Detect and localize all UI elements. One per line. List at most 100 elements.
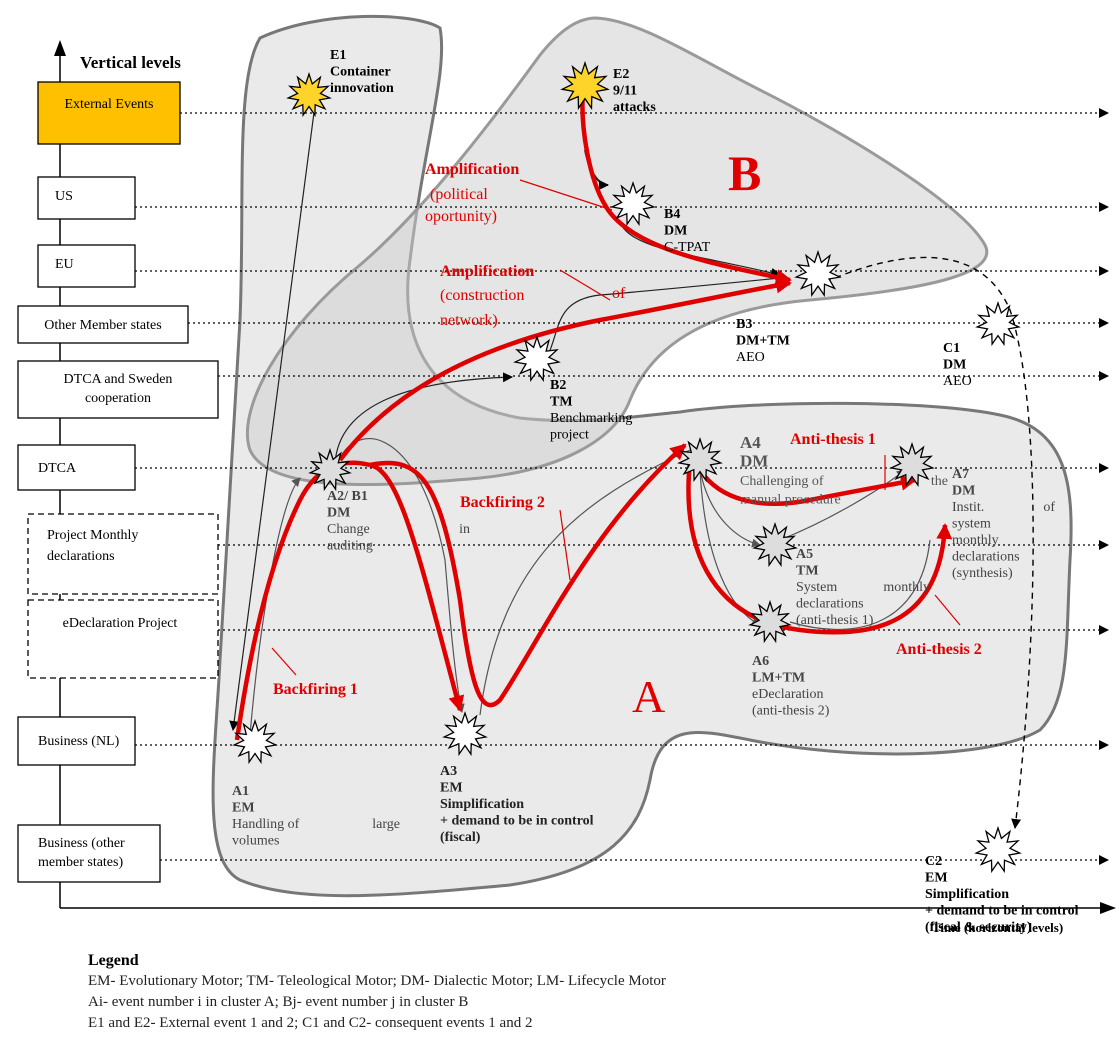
event-a1-line: Handling of: [232, 817, 300, 832]
burst-a4-icon: [677, 436, 723, 483]
event-a5-line: monthly: [883, 580, 930, 595]
burst-b2-icon: [513, 334, 561, 383]
event-a3-line: (fiscal): [440, 830, 481, 845]
level-label-dtca-sweden: DTCA and Sweden: [64, 372, 173, 387]
level-box-business-nl: Business (NL): [17, 716, 136, 766]
annotations: Amplification (political oportunity) Amp…: [273, 161, 982, 698]
event-a1-line: A1: [232, 784, 249, 799]
event-a2-line: Change: [327, 522, 370, 537]
cluster-b-shape: [245, 16, 989, 487]
event-a4-line: Challenging of: [740, 474, 824, 489]
event-c2-line: Simplification: [925, 887, 1009, 902]
event-a3-line: EM: [440, 781, 463, 796]
event-a2-line: auditing: [327, 539, 373, 554]
event-b3-line: AEO: [736, 350, 765, 365]
event-c1-line: AEO: [943, 374, 972, 389]
event-c2-line: + demand to be in control: [925, 904, 1079, 919]
event-b2-line: B2: [550, 378, 566, 393]
burst-a6-icon: [748, 599, 792, 644]
level-box-external: External Events: [37, 81, 181, 145]
backfiring-1-label: Backfiring 1: [273, 681, 358, 698]
burst-b3-icon: [794, 249, 842, 298]
amplification-1-title: Amplification: [425, 161, 519, 178]
level-label-business-nl: Business (NL): [38, 734, 120, 749]
amplification-2-line2: network): [440, 312, 498, 329]
red-arrows: [234, 89, 953, 741]
event-a7-line: declarations: [952, 550, 1020, 565]
event-a5-line: declarations: [796, 597, 864, 612]
burst-c1-icon: [975, 300, 1021, 347]
event-a5-line: TM: [796, 564, 819, 579]
level-label-business-other: member states): [38, 855, 123, 870]
level-box-us: US: [37, 176, 136, 220]
level-label-project-monthly: Project Monthly: [47, 528, 138, 543]
event-bursts: [232, 60, 1022, 874]
event-a6-line: LM+TM: [752, 671, 805, 686]
legend-line-2: Ai- event number i in cluster A; Bj- eve…: [88, 994, 469, 1010]
antithesis-1-label: Anti-thesis 1: [790, 431, 876, 448]
event-a6-line: (anti-thesis 2): [752, 704, 830, 719]
event-b4-line: DM: [664, 224, 687, 239]
horizontal-axis-title: Time (horizontal levels): [932, 920, 1063, 935]
event-c2-line: C2: [925, 854, 942, 869]
event-a5-line: A5: [796, 547, 813, 562]
level-box-project-monthly: Project Monthly declarations: [27, 513, 219, 595]
event-a1-line: large: [372, 817, 400, 832]
burst-e2-icon: [560, 60, 610, 111]
level-box-eu: EU: [37, 244, 136, 288]
event-a6-line: A6: [752, 654, 769, 669]
event-a7-line: system: [952, 517, 991, 532]
cluster-a-label: A: [632, 671, 665, 722]
event-b4-line: C-TPAT: [664, 240, 711, 255]
amplification-2-title: Amplification: [440, 263, 534, 280]
event-a2-line: DM: [327, 506, 350, 521]
burst-a2-icon: [308, 447, 352, 492]
event-a7-line: A7: [952, 467, 969, 482]
amplification-1-line1: (political: [430, 186, 488, 203]
event-a3-line: A3: [440, 764, 457, 779]
event-a2-line: A2/ B1: [327, 489, 368, 504]
level-box-dtca: DTCA: [17, 444, 136, 491]
annotation-pointers: [271, 179, 961, 676]
event-b2-line: project: [550, 428, 589, 443]
burst-a1-icon: [232, 718, 278, 765]
event-b3-line: DM+TM: [736, 334, 790, 349]
event-a4-line: A4: [740, 433, 761, 452]
burst-c2-icon: [974, 825, 1022, 874]
burst-b4-icon: [610, 180, 656, 227]
amplification-2-of: of: [612, 285, 626, 302]
event-a4-line: the: [931, 474, 948, 489]
level-label-dtca: DTCA: [38, 461, 77, 476]
event-c2-line: EM: [925, 871, 948, 886]
event-a7-line: monthly: [952, 533, 999, 548]
event-a4-line: manual procedure: [740, 493, 841, 508]
amplification-1-line2: oportunity): [425, 208, 497, 225]
level-box-other-ms: Other Member states: [17, 305, 189, 344]
event-a6-line: eDeclaration: [752, 687, 824, 702]
legend: Legend EM- Evolutionary Motor; TM- Teleo…: [88, 950, 666, 1034]
burst-a3-icon: [442, 710, 488, 757]
level-box-edeclaration: eDeclaration Project: [27, 599, 219, 679]
backfiring-2-label: Backfiring 2: [460, 494, 545, 511]
burst-e1-icon: [286, 71, 332, 118]
event-a1-line: EM: [232, 801, 255, 816]
event-a7-line: (synthesis): [952, 566, 1013, 581]
event-c2-line: (fiscal & security): [925, 920, 1032, 935]
event-a7-line: DM: [952, 484, 975, 499]
event-a5-line: System: [796, 580, 837, 595]
event-a3-line: Simplification: [440, 797, 524, 812]
level-label-other-ms: Other Member states: [44, 318, 161, 333]
event-c1-line: C1: [943, 341, 960, 356]
level-label-edeclaration: eDeclaration Project: [63, 616, 178, 631]
event-b3-line: B3: [736, 317, 752, 332]
level-label-project-monthly: declarations: [47, 549, 115, 564]
legend-line-3: E1 and E2- External event 1 and 2; C1 an…: [88, 1015, 533, 1031]
event-e1-line: E1: [330, 48, 346, 63]
level-label-us: US: [55, 189, 73, 204]
level-label-eu: EU: [55, 257, 74, 272]
event-b2-line: TM: [550, 395, 573, 410]
event-e2-line: attacks: [613, 100, 656, 115]
